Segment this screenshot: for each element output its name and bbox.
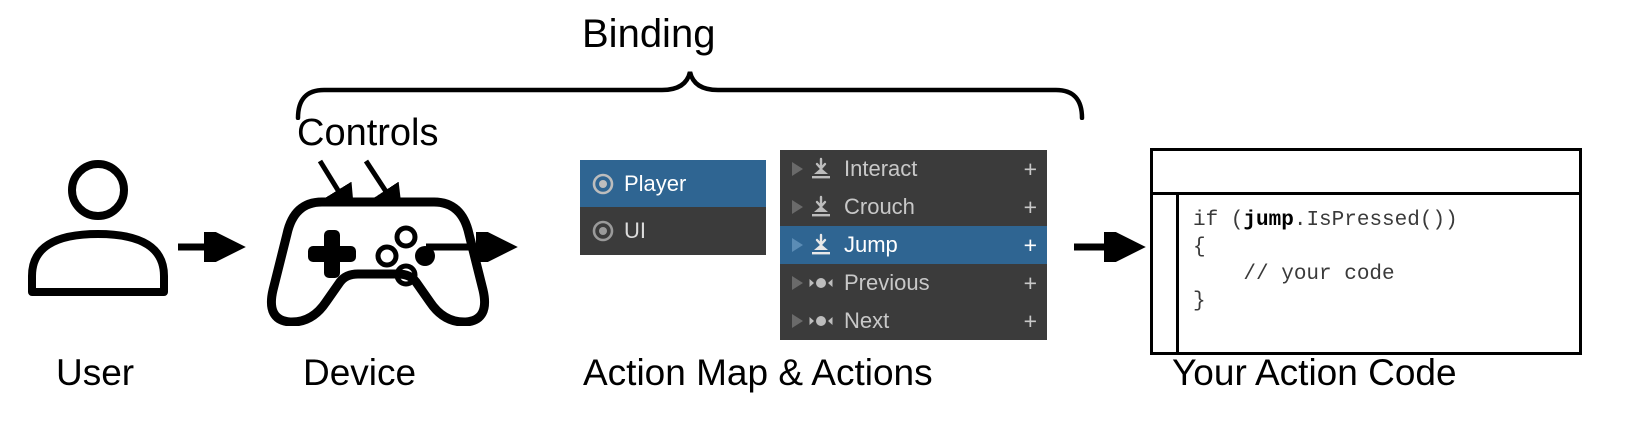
- axis-action-icon: [809, 278, 833, 288]
- code-window: if (jump.IsPressed()){ // your code}: [1150, 148, 1582, 355]
- caption-device: Device: [303, 352, 417, 393]
- caption-user: User: [56, 352, 135, 393]
- actions-panel: Interact + Crouch +: [780, 150, 1047, 340]
- action-map-icon: [592, 173, 614, 194]
- action-map-panel: Player UI: [580, 160, 766, 255]
- add-binding-button[interactable]: +: [1023, 193, 1037, 220]
- action-map-label: UI: [624, 217, 646, 243]
- button-action-icon: [812, 195, 830, 217]
- binding-brace: [295, 71, 1085, 120]
- chevron-right-icon[interactable]: [786, 310, 808, 332]
- button-action-icon: [812, 233, 830, 255]
- action-label: Interact: [844, 156, 918, 181]
- arrow-device-to-actions: [426, 232, 518, 262]
- action-label: Next: [844, 308, 890, 333]
- code-window-body: if (jump.IsPressed()){ // your code}: [1153, 195, 1579, 352]
- action-map-row-player[interactable]: Player: [580, 160, 766, 207]
- action-row-previous[interactable]: Previous +: [780, 264, 1047, 302]
- action-row-crouch[interactable]: Crouch +: [780, 188, 1047, 226]
- add-binding-button[interactable]: +: [1023, 155, 1037, 182]
- caption-action-map: Action Map & Actions: [583, 352, 933, 393]
- arrow-actions-to-code: [1074, 232, 1146, 262]
- action-map-label: Player: [624, 170, 687, 196]
- code-window-titlebar: [1153, 151, 1579, 195]
- button-action-icon: [812, 157, 830, 179]
- chevron-right-icon[interactable]: [786, 196, 808, 218]
- add-binding-button[interactable]: +: [1023, 231, 1037, 258]
- action-row-jump[interactable]: Jump +: [780, 226, 1047, 264]
- chevron-right-icon[interactable]: [786, 234, 808, 256]
- chevron-right-icon[interactable]: [786, 158, 808, 180]
- action-row-next[interactable]: Next +: [780, 302, 1047, 340]
- arrow-user-to-device: [178, 232, 246, 262]
- user-icon: [28, 160, 168, 296]
- controls-label: Controls: [297, 112, 439, 154]
- gamepad-icon: [266, 197, 490, 326]
- chevron-right-icon[interactable]: [786, 272, 808, 294]
- action-map-row-ui[interactable]: UI: [580, 207, 766, 254]
- action-map-icon: [592, 220, 614, 241]
- add-binding-button[interactable]: +: [1023, 269, 1037, 296]
- caption-code: Your Action Code: [1172, 352, 1457, 393]
- code-text[interactable]: if (jump.IsPressed()){ // your code}: [1193, 209, 1458, 313]
- code-gutter: [1153, 195, 1179, 352]
- binding-label: Binding: [582, 12, 716, 56]
- action-label: Jump: [844, 232, 898, 257]
- add-binding-button[interactable]: +: [1023, 307, 1037, 334]
- action-label: Crouch: [844, 194, 915, 219]
- action-label: Previous: [844, 270, 930, 295]
- axis-action-icon: [809, 316, 833, 326]
- action-row-interact[interactable]: Interact +: [780, 150, 1047, 188]
